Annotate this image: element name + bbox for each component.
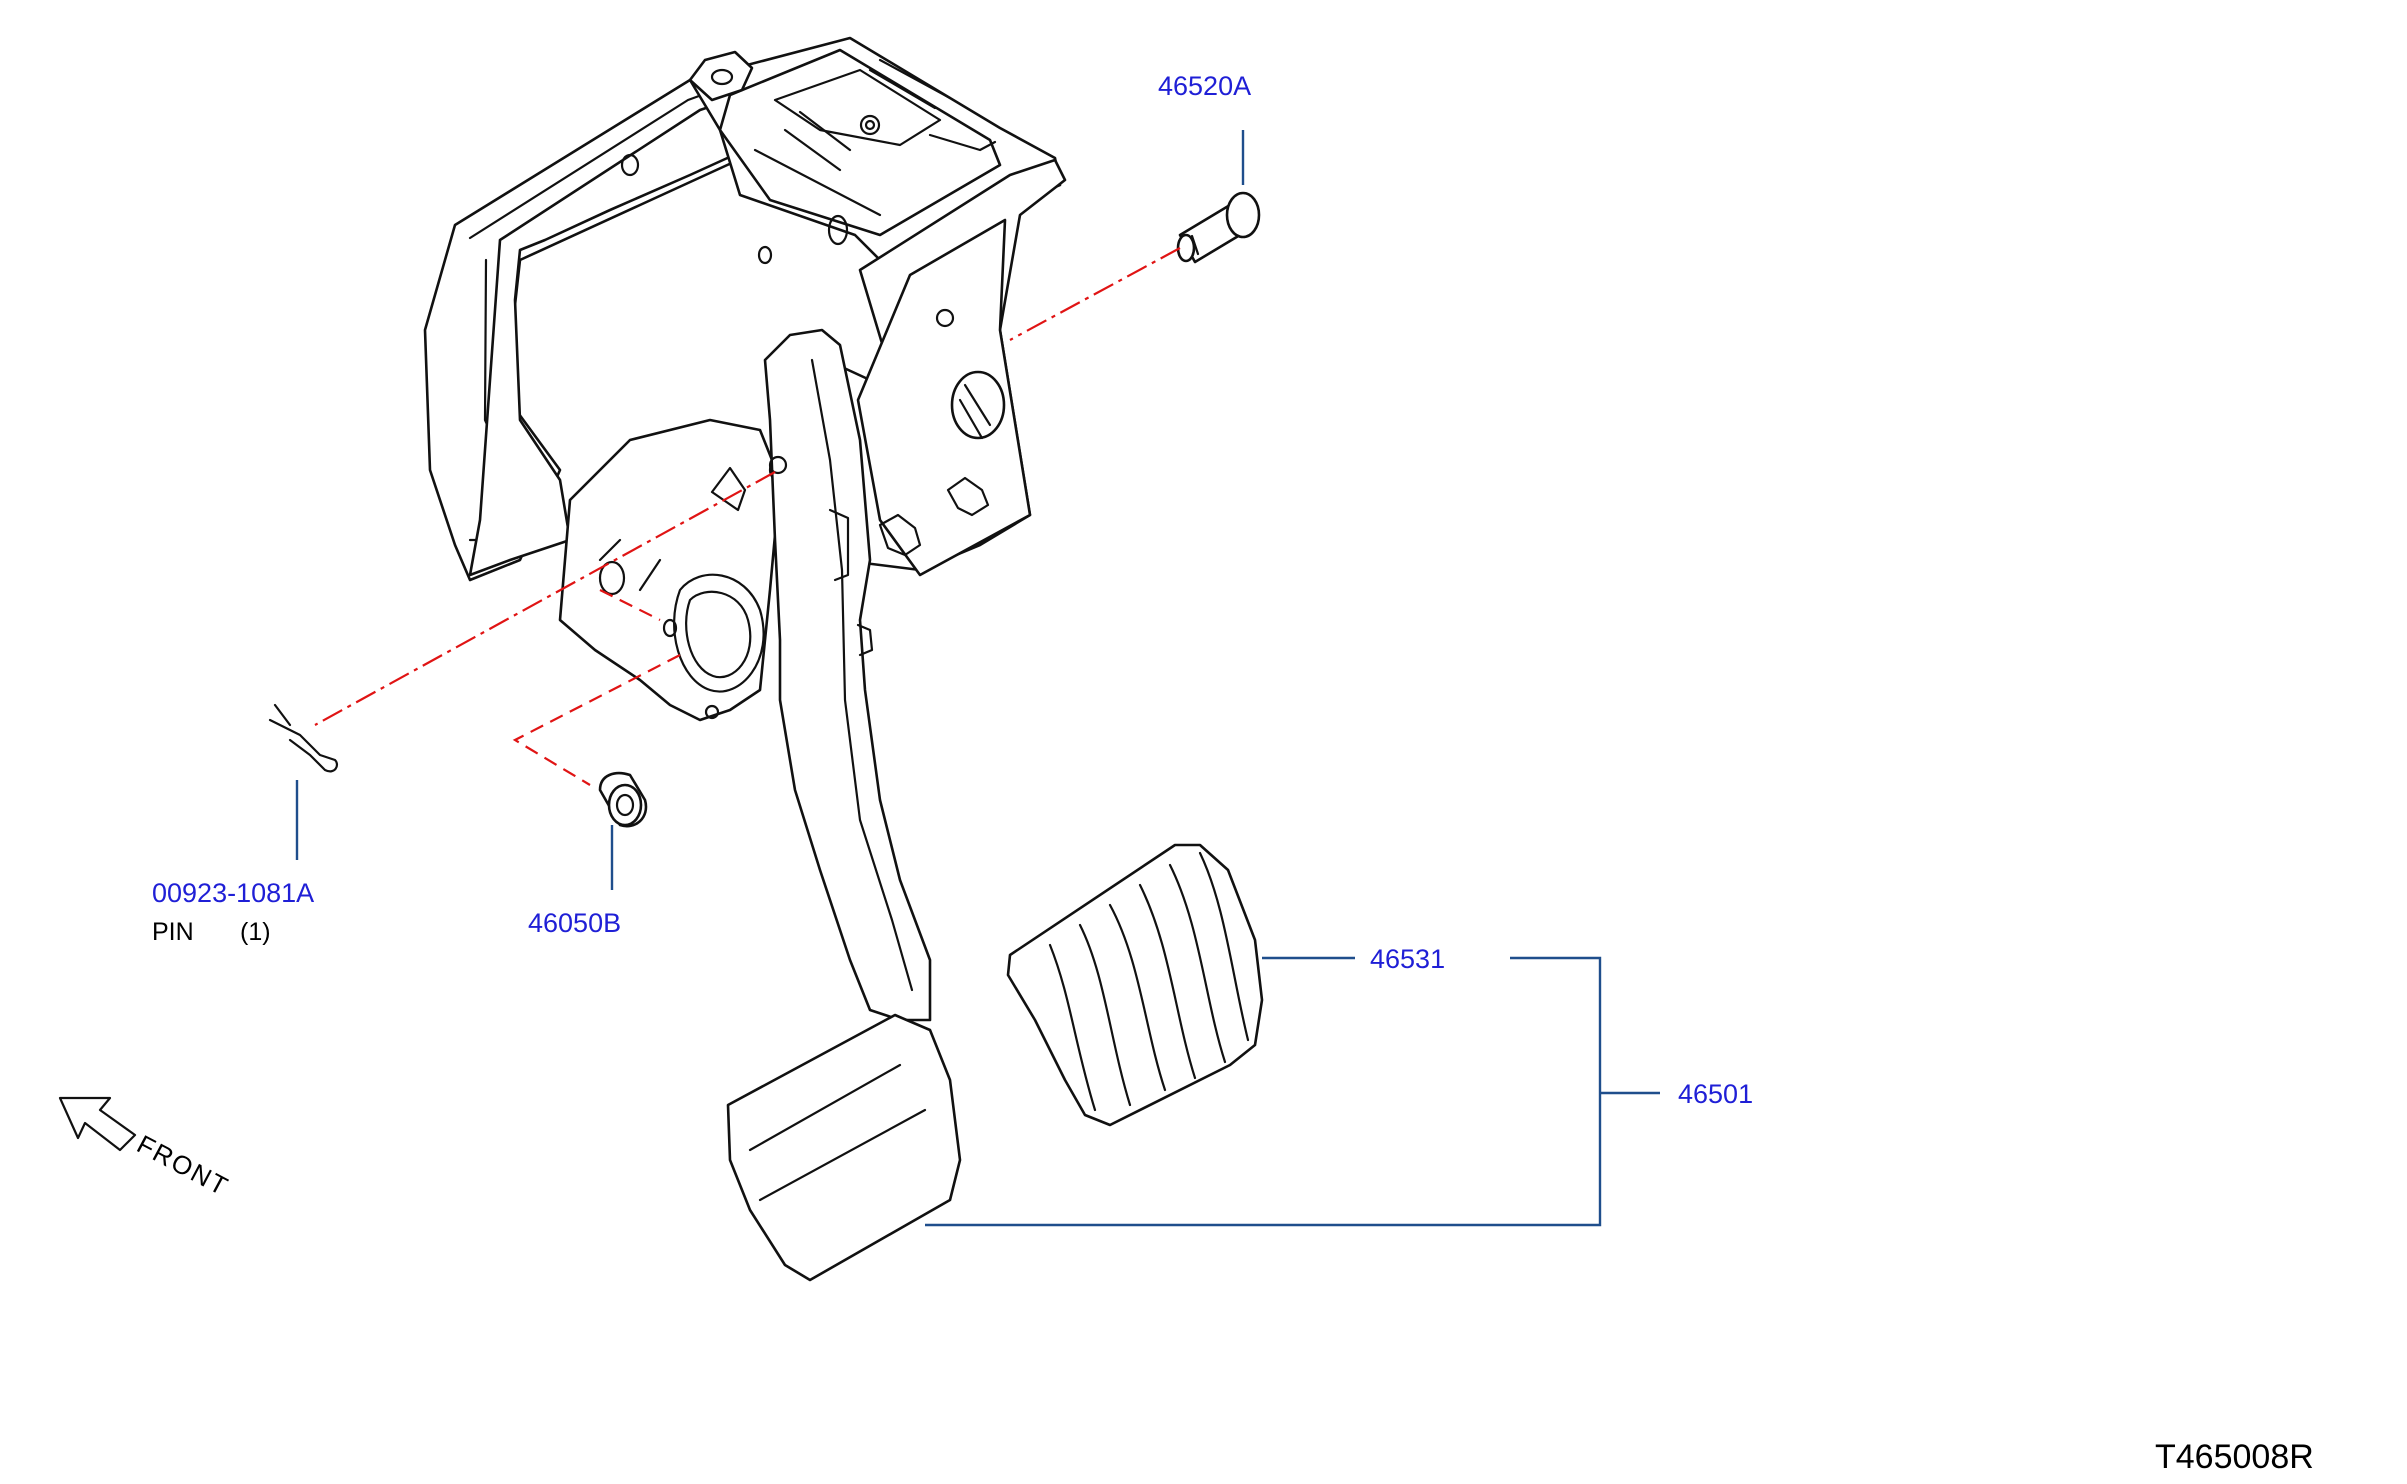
bracket-oval-cutout — [673, 573, 765, 693]
pedal-bracket — [423, 36, 1067, 722]
installed-pad — [726, 1013, 962, 1282]
front-direction-indicator: FRONT — [58, 1096, 234, 1202]
callout-46531[interactable]: 46531 — [1370, 944, 1445, 974]
front-arrow-icon — [58, 1096, 137, 1152]
diagram-code: T465008R — [2155, 1438, 2314, 1476]
bracket-lower-plate — [558, 418, 782, 722]
callout-46520A[interactable]: 46520A — [1158, 71, 1251, 101]
bolt-head — [1225, 191, 1261, 239]
front-label: FRONT — [132, 1129, 234, 1202]
callout-46501[interactable]: 46501 — [1678, 1079, 1753, 1109]
pedal-lever — [763, 328, 932, 1022]
pedal-arm — [763, 328, 932, 1022]
bushing — [598, 771, 648, 828]
pin-shape — [268, 703, 339, 773]
pedal-pad-installed — [726, 1013, 962, 1282]
pad-46531 — [1006, 843, 1264, 1127]
bracket-mount-boss — [688, 50, 754, 102]
callout-00923-1081A[interactable]: 00923-1081A — [152, 878, 314, 908]
clevis-bolt — [1176, 191, 1261, 264]
callout-46050B[interactable]: 46050B — [528, 908, 621, 938]
pin-quantity-label: (1) — [240, 918, 271, 946]
callout-leaders — [295, 130, 1660, 1227]
pedal-pad-separate — [1006, 843, 1264, 1127]
assembly-center-lines — [314, 247, 1181, 786]
retaining-pin — [268, 703, 339, 773]
pin-name-label: PIN — [152, 918, 194, 946]
